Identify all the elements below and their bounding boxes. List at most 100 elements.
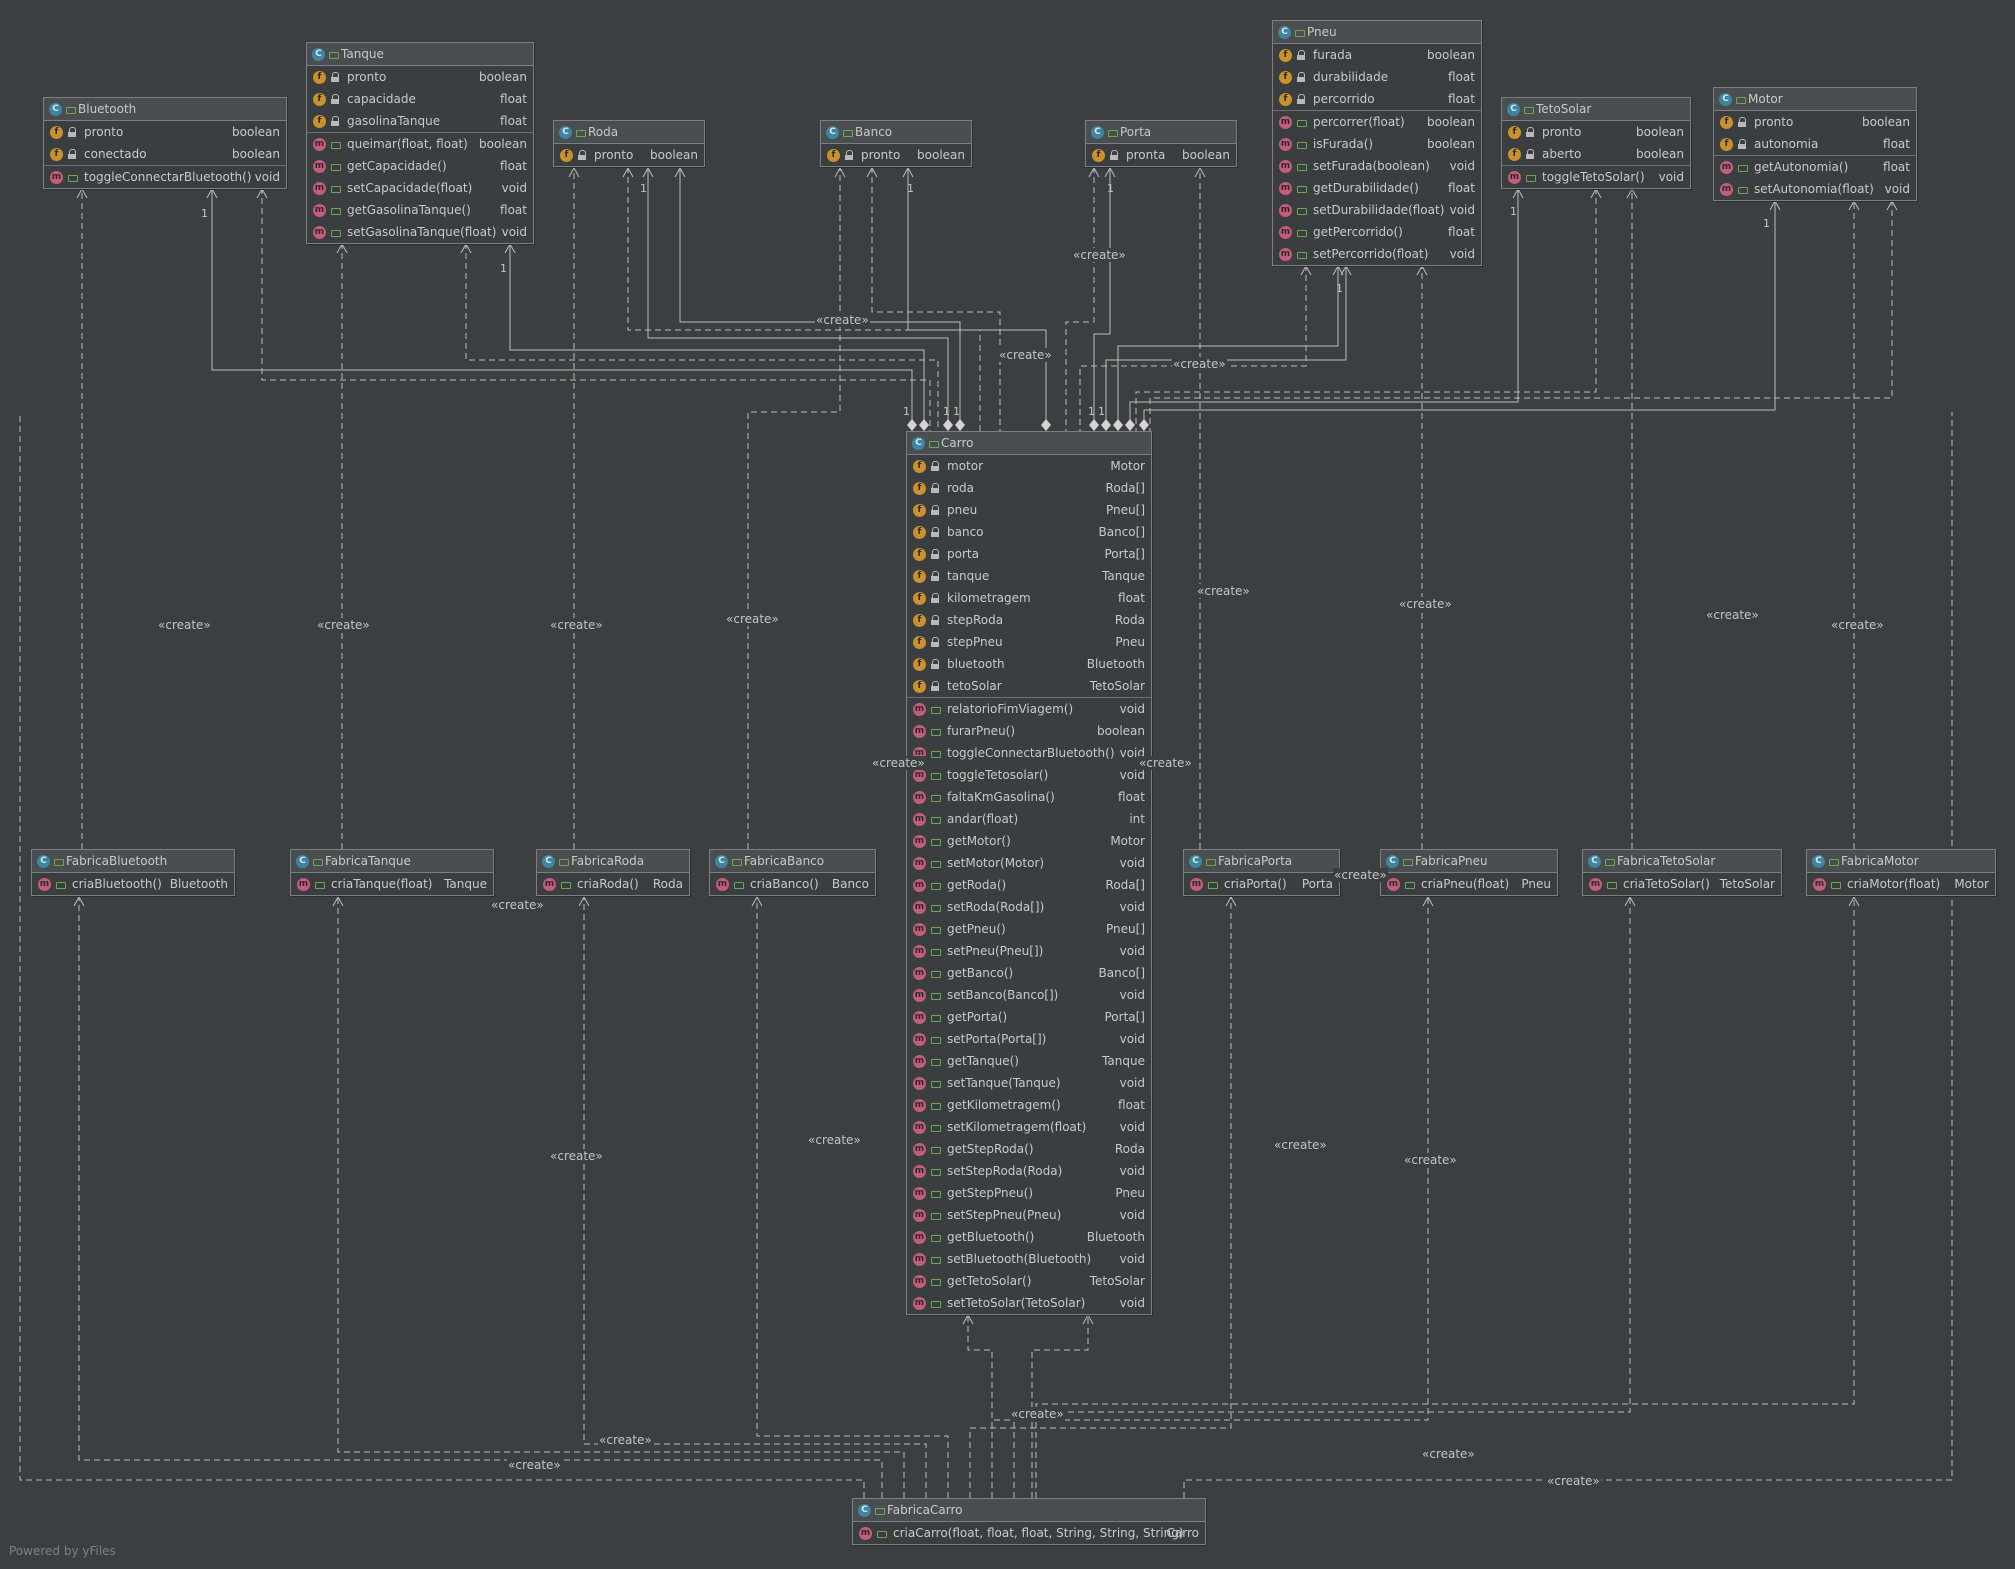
field-f-icon: f: [1279, 93, 1292, 106]
create-edge-label: «create»: [815, 313, 870, 327]
member-type: boolean: [1427, 137, 1475, 151]
